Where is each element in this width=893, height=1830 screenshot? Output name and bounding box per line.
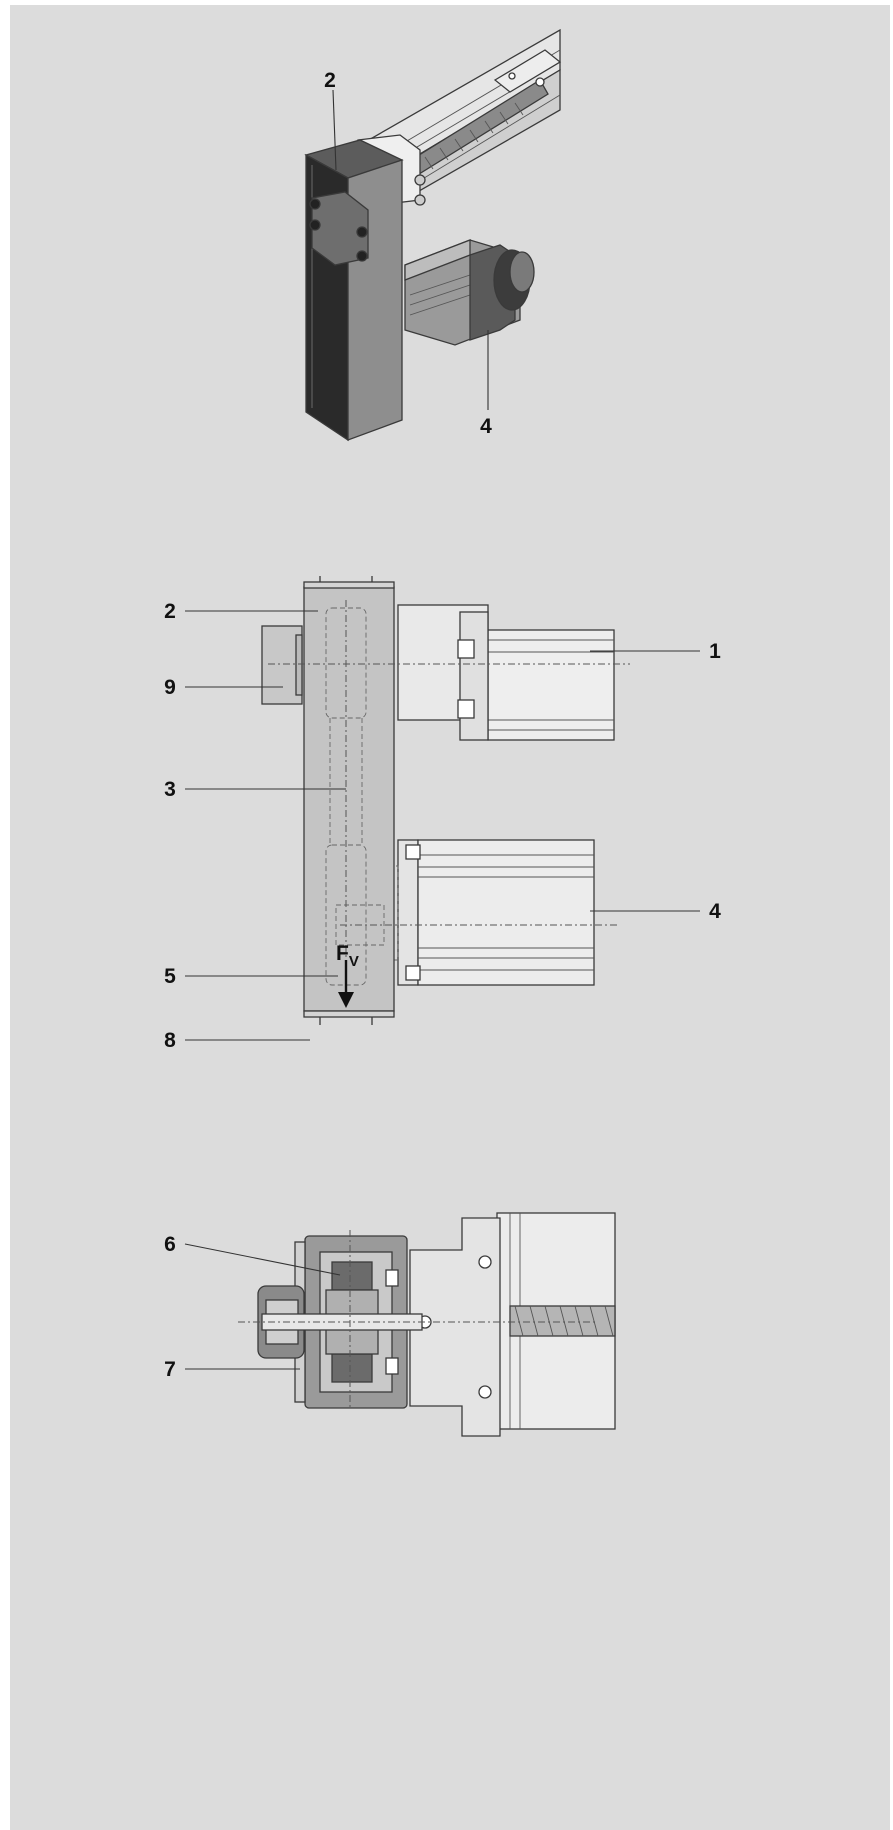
callout-8: 8 [164,1029,176,1052]
motor-iso [404,239,535,346]
callout-line-2-top [332,89,337,171]
callout-9: 9 [164,676,176,699]
ball-screw-section [509,1305,616,1337]
callout-5: 5 [164,965,176,988]
callout-7: 7 [164,1358,176,1381]
callout-2-mid: 2 [164,600,176,623]
motor-side [387,839,595,986]
side-view: FV 2 1 9 3 4 5 8 [164,576,721,1052]
force-arrow [338,992,354,1008]
isometric-view: 2 4 [304,28,562,442]
callout-4-mid: 4 [709,900,721,923]
housing-side [303,586,395,1012]
callout-4-top: 4 [480,415,492,438]
callout-3: 3 [164,778,176,801]
cover-side [303,1010,395,1018]
callout-6: 6 [164,1233,176,1256]
section-detail: 6 7 [164,1212,616,1437]
clamping-hub [331,1261,373,1291]
callout-1: 1 [709,640,721,663]
callout-2-top: 2 [324,69,336,92]
figure-page: 2 4 [10,5,890,1830]
housing-iso [304,139,404,442]
force-label: FV [336,942,359,970]
linear-module-side [397,604,615,741]
drawing-canvas: 2 4 [164,28,721,1437]
